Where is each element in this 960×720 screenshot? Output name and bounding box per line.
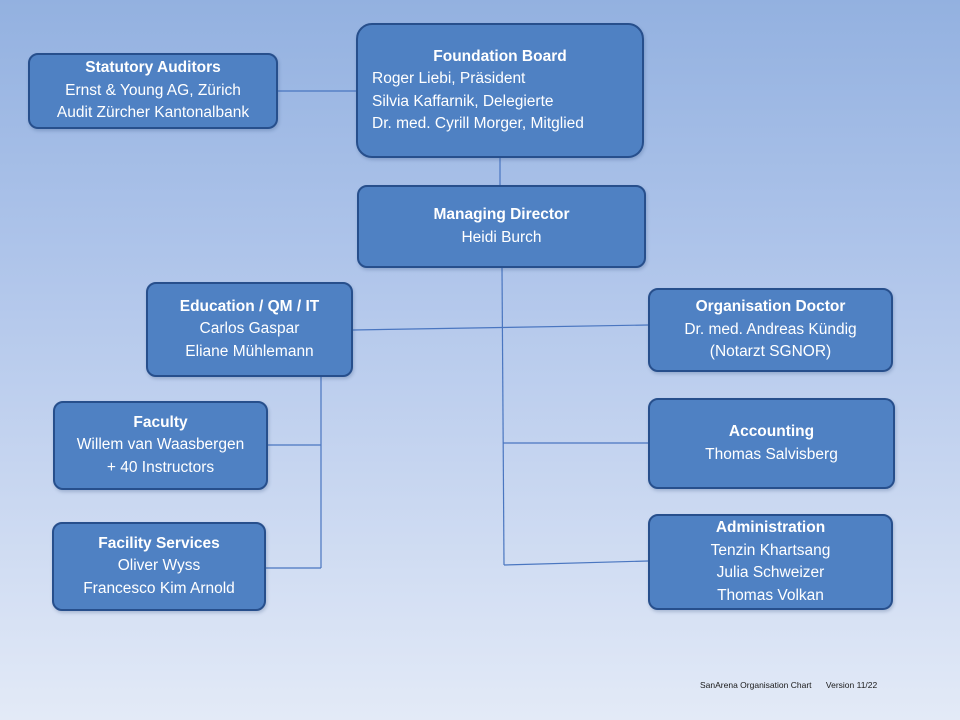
box-title: Faculty xyxy=(133,413,188,431)
box-line: Willem van Waasbergen xyxy=(76,436,245,454)
connector-director-trunk xyxy=(501,267,505,566)
box-line: Carlos Gaspar xyxy=(199,320,300,338)
box-line: Roger Liebi, Präsident xyxy=(372,70,526,87)
box-title: Accounting xyxy=(728,423,815,440)
box-line: Oliver Wyss xyxy=(117,557,201,575)
footer-chart-name: SanArena Organisation Chart xyxy=(700,680,812,690)
connector-education-doctor xyxy=(352,324,649,331)
box-line: Silvia Kaffarnik, Delegierte xyxy=(372,92,554,110)
box-line: Francesco Kim Arnold xyxy=(83,579,235,597)
organisation-doctor-box: Organisation Doctor Dr. med. Andreas Kün… xyxy=(648,288,893,372)
box-title: Managing Director xyxy=(433,206,570,223)
box-line: Tenzin Khartsang xyxy=(710,541,831,559)
box-title: Administration xyxy=(715,519,826,536)
accounting-box: Accounting Thomas Salvisberg xyxy=(648,398,895,489)
managing-director-box: Managing Director Heidi Burch xyxy=(357,185,646,268)
box-title: Foundation Board xyxy=(433,47,567,65)
statutory-auditors-box: Statutory Auditors Ernst & Young AG, Zür… xyxy=(28,53,278,129)
box-line: Heidi Burch xyxy=(461,228,542,246)
faculty-box: Faculty Willem van Waasbergen + 40 Instr… xyxy=(53,401,268,490)
box-line: Audit Zürcher Kantonalbank xyxy=(56,104,250,122)
box-line: Dr. med. Cyrill Morger, Mitglied xyxy=(372,115,584,132)
box-title: Facility Services xyxy=(98,534,220,552)
facility-services-box: Facility Services Oliver Wyss Francesco … xyxy=(52,522,266,611)
box-line: Thomas Volkan xyxy=(717,586,824,604)
box-title: Education / QM / IT xyxy=(179,297,320,315)
box-title: Organisation Doctor xyxy=(695,298,846,316)
administration-box: Administration Tenzin Khartsang Julia Sc… xyxy=(648,514,893,610)
box-line: Thomas Salvisberg xyxy=(705,445,838,463)
box-line: Dr. med. Andreas Kündig xyxy=(684,320,857,338)
box-line: Eliane Mühlemann xyxy=(185,342,314,360)
box-title: Statutory Auditors xyxy=(85,59,221,77)
footer: SanArena Organisation Chart Version 11/2… xyxy=(700,680,930,690)
box-line: + 40 Instructors xyxy=(106,458,215,476)
box-line: Ernst & Young AG, Zürich xyxy=(65,81,241,99)
box-line: Julia Schweizer xyxy=(716,564,825,581)
foundation-board-box: Foundation Board Roger Liebi, Präsident … xyxy=(356,23,644,158)
box-line: (Notarzt SGNOR) xyxy=(709,343,832,361)
education-qm-it-box: Education / QM / IT Carlos Gaspar Eliane… xyxy=(146,282,353,377)
footer-version: Version 11/22 xyxy=(825,680,878,690)
connector-administration xyxy=(503,560,649,566)
